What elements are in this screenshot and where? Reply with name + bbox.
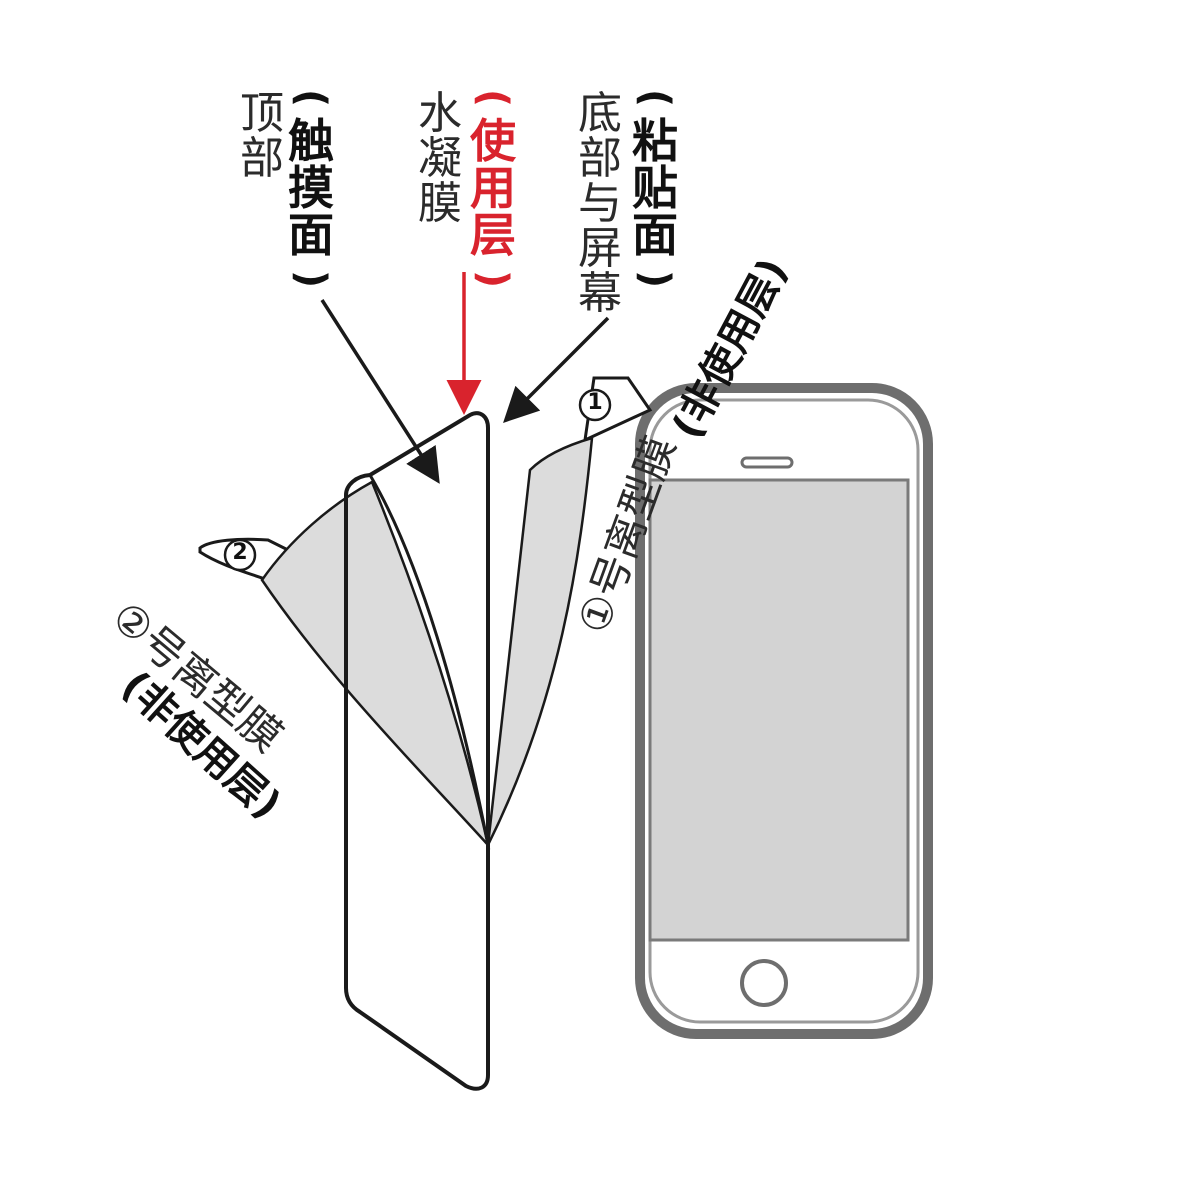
hydrogel-sheet — [344, 411, 490, 1091]
hydrogel-fold-curve — [368, 474, 490, 846]
film-2-tab-badge — [223, 538, 257, 572]
hydrogel-line1-text: 水凝膜 — [418, 88, 462, 229]
hydrogel-line2: ( 使用层 ) — [470, 78, 516, 299]
speaker-slot — [740, 456, 794, 469]
bottom-surface-line1: 底部与屏幕 — [578, 88, 622, 319]
bottom-surface-line1-text: 底部与屏幕 — [578, 88, 622, 319]
paren-open-red: ( — [470, 88, 516, 108]
phone — [635, 383, 933, 1039]
paren-close-2: ) — [632, 269, 678, 288]
film-1-tab-number: 1 — [587, 390, 603, 415]
release-film-1 — [486, 376, 653, 846]
paren-close: ) — [288, 269, 334, 288]
paren-open-2: ( — [632, 88, 678, 108]
top-surface-line1-text: 顶部 — [240, 88, 284, 184]
film-1-sheet — [486, 436, 594, 846]
hydrogel-film — [344, 411, 490, 1091]
bottom-surface-line2: ( 粘贴面 ) — [632, 78, 678, 299]
home-button — [740, 959, 788, 1007]
top-surface-line2: ( 触摸面 ) — [288, 78, 334, 299]
hydrogel-line2-text: 使用层 — [470, 114, 516, 262]
film-2-sheet — [260, 480, 491, 850]
bottom-surface-line2-text: 粘贴面 — [632, 114, 678, 262]
film-2-tab-number: 2 — [232, 540, 248, 565]
phone-screen — [648, 478, 910, 942]
release-film-2 — [198, 480, 491, 850]
top-surface-line1: 顶部 — [240, 88, 284, 184]
arrow-top-surface — [320, 299, 440, 484]
arrow-bottom-surface — [503, 316, 610, 423]
paren-open: ( — [288, 88, 334, 108]
hydrogel-line1: 水凝膜 — [418, 88, 462, 229]
top-surface-line2-text: 触摸面 — [288, 114, 334, 262]
film-1-tab-badge — [578, 388, 612, 422]
paren-close-red: ) — [470, 269, 516, 288]
